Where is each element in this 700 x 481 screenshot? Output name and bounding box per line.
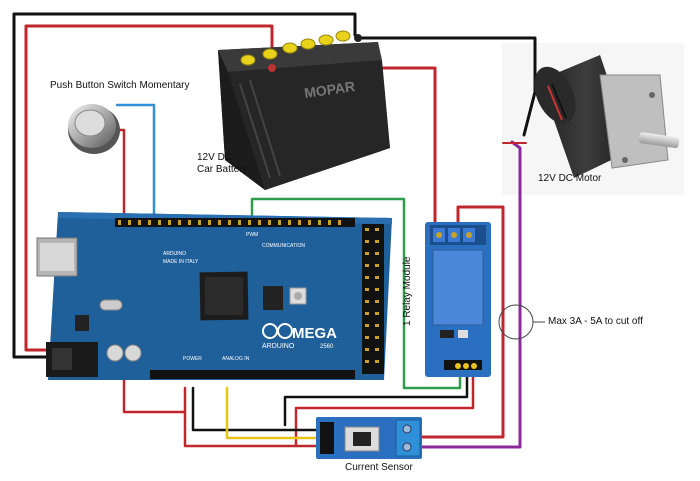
wire-red-vcc-relay	[183, 386, 322, 448]
battery-label-line2: Car Battery	[197, 164, 248, 175]
wire-purple-motor	[419, 140, 522, 449]
motor-label: 12V DC Motor	[538, 173, 602, 184]
push-button-label: Push Button Switch Momentary	[50, 80, 190, 91]
board-model-num: 2560	[320, 344, 334, 350]
battery-label-line1: 12V DC	[197, 152, 233, 163]
wire-black-gnd-relay	[283, 368, 469, 427]
wires	[12, 12, 537, 449]
board-made-in: MADE IN ITALY	[163, 259, 199, 265]
board-section-communication: COMMUNICATION	[262, 243, 305, 249]
battery-caps	[240, 30, 351, 66]
current-sensor-label: Current Sensor	[345, 462, 413, 473]
board-model: MEGA	[292, 325, 337, 342]
wire-blue-button	[115, 103, 156, 225]
wire-green-signal	[250, 197, 462, 390]
board-brand: ARDUINO	[262, 343, 295, 350]
wire-black-gnd-sensor	[191, 386, 322, 432]
push-button-icon	[68, 104, 120, 154]
wire-red-battery-plus-left	[24, 24, 274, 352]
wire-red-relay-vcc2	[294, 368, 475, 448]
arduino-logo	[262, 323, 293, 339]
board-section-power: POWER	[183, 356, 202, 362]
motor-icon	[534, 55, 680, 178]
board-section-pwm: PWM	[246, 232, 258, 238]
relay-label: 1 Relay Module	[402, 256, 413, 326]
max-current-label: Max 3A - 5A to cut off	[548, 316, 643, 327]
current-sensor-icon	[316, 417, 422, 459]
wire-black-battery-motor	[356, 36, 537, 137]
arduino-board-icon: MEGA ARDUINO 2560 ARDUINO MADE IN ITALY …	[36, 212, 392, 380]
board-name: ARDUINO	[163, 251, 186, 257]
battery-brand: MOPAR	[303, 78, 356, 101]
battery-icon: MOPAR	[218, 30, 390, 190]
wire-yellow-analog	[225, 386, 322, 440]
cutoff-callout	[498, 304, 545, 340]
board-section-analog: ANALOG IN	[222, 356, 250, 362]
wire-red-relay-sensor	[419, 205, 505, 439]
wire-black-battery-minus-left	[12, 12, 357, 359]
relay-icon	[425, 222, 491, 377]
